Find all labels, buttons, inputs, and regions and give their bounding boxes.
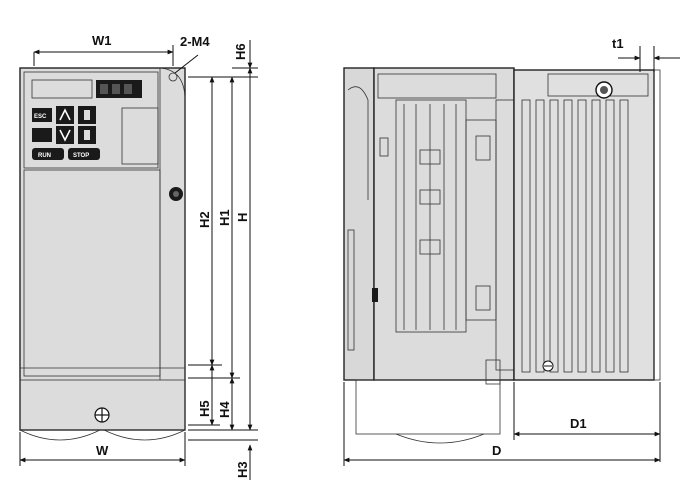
dim-h4: H4 <box>217 401 232 418</box>
heat-sink-fins <box>521 99 629 373</box>
dim-w: W <box>96 443 109 458</box>
side-foot <box>395 433 485 444</box>
side-terminal-block <box>355 379 501 435</box>
side-front-section <box>343 67 375 381</box>
front-view: ESC RUN STOP <box>19 67 186 441</box>
dim-h1: H1 <box>217 209 232 226</box>
dim-h: H <box>235 213 250 222</box>
key-run-label: RUN <box>38 153 51 159</box>
up-arrow-icon <box>59 108 71 121</box>
side-view <box>343 67 661 444</box>
down-arrow-icon <box>59 129 71 142</box>
front-dimensions: W1 2-M4 H6 H2 H1 H H5 H4 H3 W <box>19 33 258 480</box>
dim-w1: W1 <box>92 33 112 48</box>
front-side-contour <box>159 67 186 380</box>
dim-h6: H6 <box>233 43 248 60</box>
display-window <box>31 79 93 99</box>
key-esc <box>32 108 52 122</box>
dim-mount: 2-M4 <box>180 34 210 49</box>
dim-h2: H2 <box>197 211 212 228</box>
key-stop-label: STOP <box>73 153 89 159</box>
key-reset <box>32 128 52 142</box>
front-lower-panel <box>23 169 161 377</box>
mounting-hole-top <box>168 72 178 82</box>
key-stop <box>68 148 100 160</box>
terminal-cover <box>19 379 186 431</box>
access-cover <box>121 107 159 165</box>
side-dimensions: t1 D1 D <box>343 36 680 466</box>
foot-left <box>19 429 101 441</box>
heat-sink <box>513 69 655 381</box>
dim-d1: D1 <box>570 416 587 431</box>
key-esc-label: ESC <box>34 114 47 120</box>
dim-h5: H5 <box>197 400 212 417</box>
dim-t1: t1 <box>612 36 624 51</box>
dim-h3: H3 <box>235 461 250 478</box>
dim-d: D <box>492 443 501 458</box>
key-run <box>32 148 64 160</box>
foot-right <box>103 429 186 441</box>
